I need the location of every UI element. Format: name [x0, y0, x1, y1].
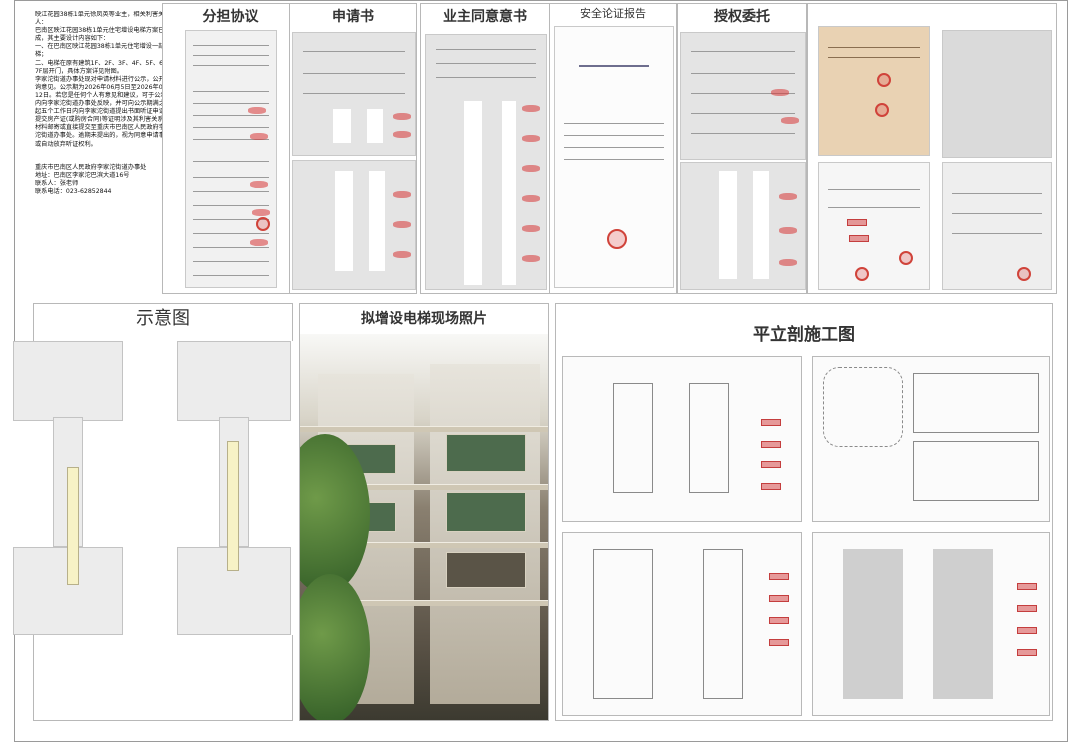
panel-drawings: 平立剖施工图 [555, 303, 1053, 721]
panel-site-photo: 拟增设电梯现场照片 [299, 303, 549, 721]
application-scan-top [292, 32, 416, 156]
panel-safety-report: 安全论证报告 [549, 3, 677, 294]
safety-report-scan [554, 26, 674, 288]
authorization-scan-bottom [680, 162, 806, 290]
authorization-scan-top [680, 32, 806, 160]
notice-heading: 映江花园38栋1单元徐凤英等业主，相关利害关系人： [35, 11, 171, 27]
share-agreement-scan [185, 30, 277, 288]
panel-application: 申请书 [289, 3, 417, 294]
panel-owner-consent: 业主同意意书 [420, 3, 550, 294]
drawing-site-plan [812, 356, 1050, 522]
panel-title-site-photo: 拟增设电梯现场照片 [361, 311, 487, 327]
notice-para-2: 一、在巴南区映江花园38栋1单元住宅增设一部电梯； [35, 43, 171, 59]
notice-para-4: 李家沱街道办事处现对申请材料进行公示，公开征询意见。公示期为2026年06月5日… [35, 75, 173, 148]
certificate-scan-orange [818, 26, 930, 156]
panel-title-share-agreement: 分担协议 [202, 9, 259, 25]
panel-title-owner-consent: 业主同意意书 [443, 9, 527, 25]
certificate-scan-top-right [942, 30, 1052, 158]
drawing-elevations [562, 532, 802, 716]
drawing-plan-views [562, 356, 802, 522]
site-photo [300, 334, 548, 720]
panel-title-application: 申请书 [332, 9, 374, 25]
certificate-scan-bottom-left [818, 162, 930, 290]
panel-title-safety-report: 安全论证报告 [580, 7, 646, 20]
notice-address: 地址：巴南区李家沱巴滨大道16号 [35, 171, 130, 179]
notice-org: 重庆市巴南区人民政府李家沱街道办事处 [35, 163, 147, 171]
panel-title-authorization: 授权委托 [714, 9, 770, 25]
notice-para-3: 二、电梯在原有建筑1F、2F、3F、4F、5F、6F、7F层开门，具体方案详见附… [35, 59, 173, 75]
certificate-scan-bottom-right [942, 162, 1052, 290]
floor-plan-diagram [13, 341, 301, 635]
public-notice-text: 映江花园38栋1单元徐凤英等业主，相关利害关系人： 巴南区映江花园38栋1单元住… [35, 11, 173, 294]
application-scan-bottom [292, 160, 416, 290]
notice-para-1: 巴南区映江花园38栋1单元住宅增设电梯方案已完成，其主要设计内容如下： [35, 27, 171, 43]
panel-title-diagram: 示意图 [136, 308, 190, 329]
notice-board: 映江花园38栋1单元徐凤英等业主，相关利害关系人： 巴南区映江花园38栋1单元住… [13, 0, 1068, 742]
panel-title-drawings: 平立剖施工图 [753, 325, 855, 345]
notice-phone: 联系电话：023-62852844 [35, 187, 112, 195]
drawing-sections [812, 532, 1050, 716]
notice-contact: 联系人：张老师 [35, 179, 79, 187]
panel-other-certificates [807, 3, 1057, 294]
panel-authorization: 授权委托 [677, 3, 807, 294]
owner-consent-scan [425, 34, 547, 290]
panel-share-agreement: 分担协议 [162, 3, 299, 294]
